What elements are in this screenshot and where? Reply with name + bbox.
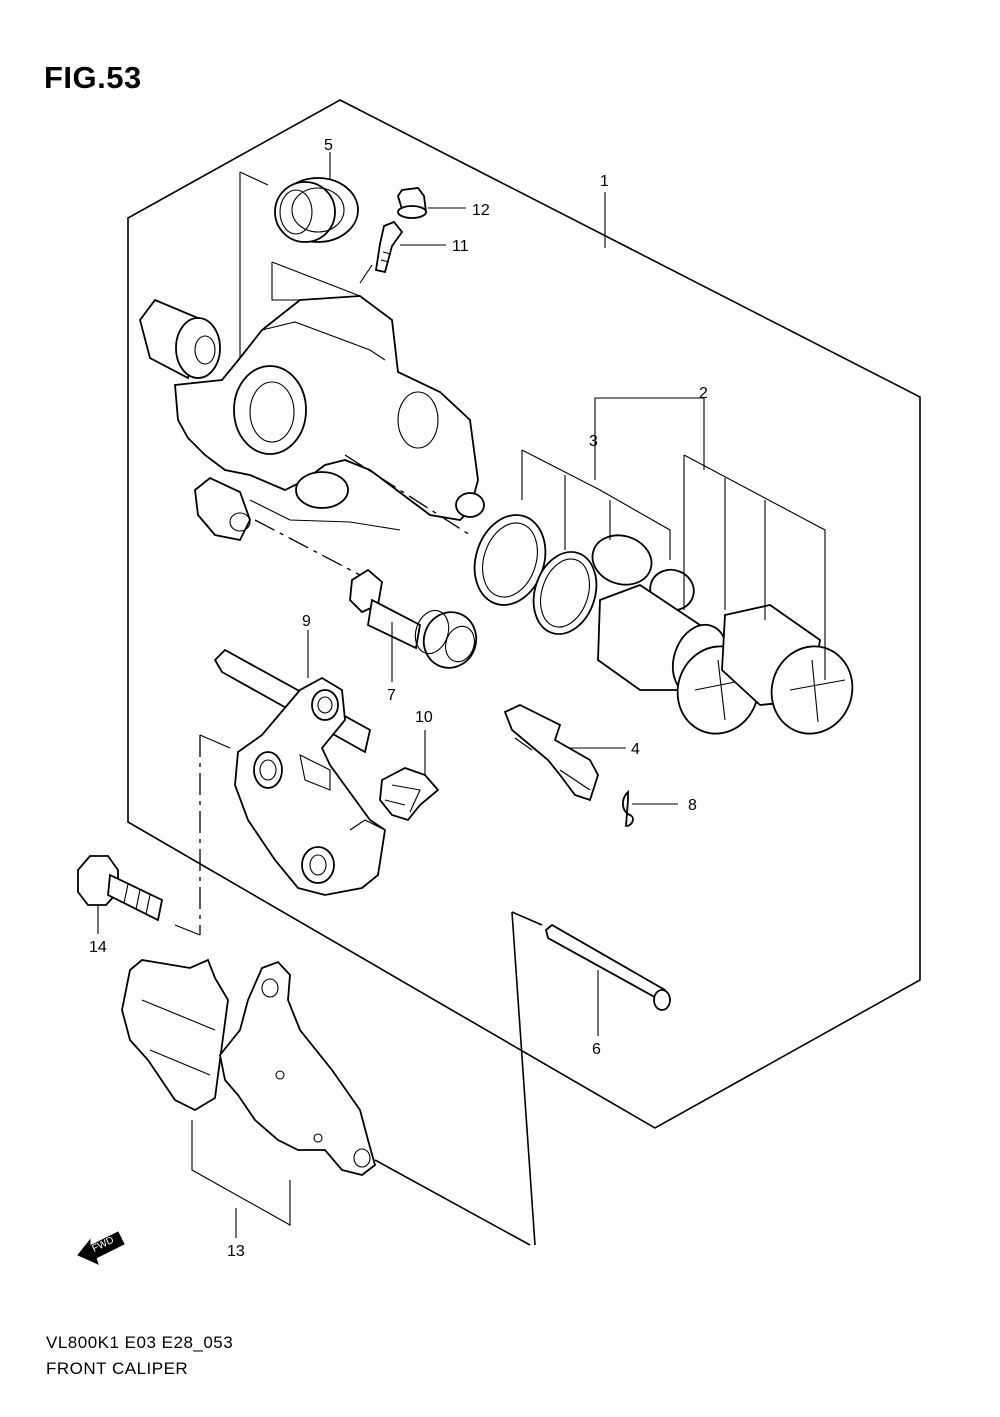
leader-lines	[97, 152, 678, 1238]
boot-part	[274, 177, 359, 243]
bleeder-cap-part	[397, 187, 427, 219]
callout-13: 13	[227, 1243, 245, 1260]
callout-2: 2	[699, 385, 708, 402]
callout-5: 5	[324, 137, 333, 154]
callout-10: 10	[415, 709, 433, 726]
figure-title: FIG.53	[44, 60, 142, 95]
callout-4: 4	[631, 741, 640, 758]
pad-bracket-frame	[511, 911, 536, 1246]
caliper-bracket-part	[213, 648, 386, 896]
callout-7: 7	[387, 687, 396, 704]
callout-6: 6	[592, 1041, 601, 1058]
assembly-frame	[127, 99, 921, 1129]
pad-bracket-top	[511, 911, 543, 926]
pad-spring-part	[503, 704, 599, 802]
callout-8: 8	[688, 797, 697, 814]
caliper-body	[139, 261, 485, 542]
callout-9: 9	[302, 613, 311, 630]
pad-pin-part	[544, 923, 671, 1011]
callout-14: 14	[89, 939, 107, 956]
guide-pin-part	[349, 568, 478, 669]
callout-3: 3	[589, 433, 598, 450]
callout-11: 11	[452, 238, 469, 255]
model-code: VL800K1 E03 E28_053	[46, 1333, 234, 1352]
piston-seal-set	[473, 514, 695, 635]
axis-line-pin	[254, 519, 361, 576]
callout-1: 1	[600, 173, 609, 190]
piston-part-outer	[721, 604, 854, 735]
bleeder-screw-part	[374, 220, 404, 274]
axis-line-piston	[344, 454, 471, 536]
figure-name: FRONT CALIPER	[46, 1359, 189, 1378]
brake-pads-part	[121, 958, 377, 1176]
callout-brackets-2-3	[521, 397, 826, 680]
pad-bracket-bottom	[374, 1159, 531, 1246]
callout-labels: 1 2 3 4 5 6 7 8 9 10 11 12 13 14	[89, 137, 708, 1260]
pads-bracket	[191, 1120, 291, 1226]
mounting-bolt-part	[77, 855, 164, 922]
clip-pin-part	[622, 789, 634, 827]
clip-part	[379, 767, 440, 822]
forward-arrow-icon: FWD	[77, 1231, 125, 1265]
callout-12: 12	[472, 202, 490, 219]
